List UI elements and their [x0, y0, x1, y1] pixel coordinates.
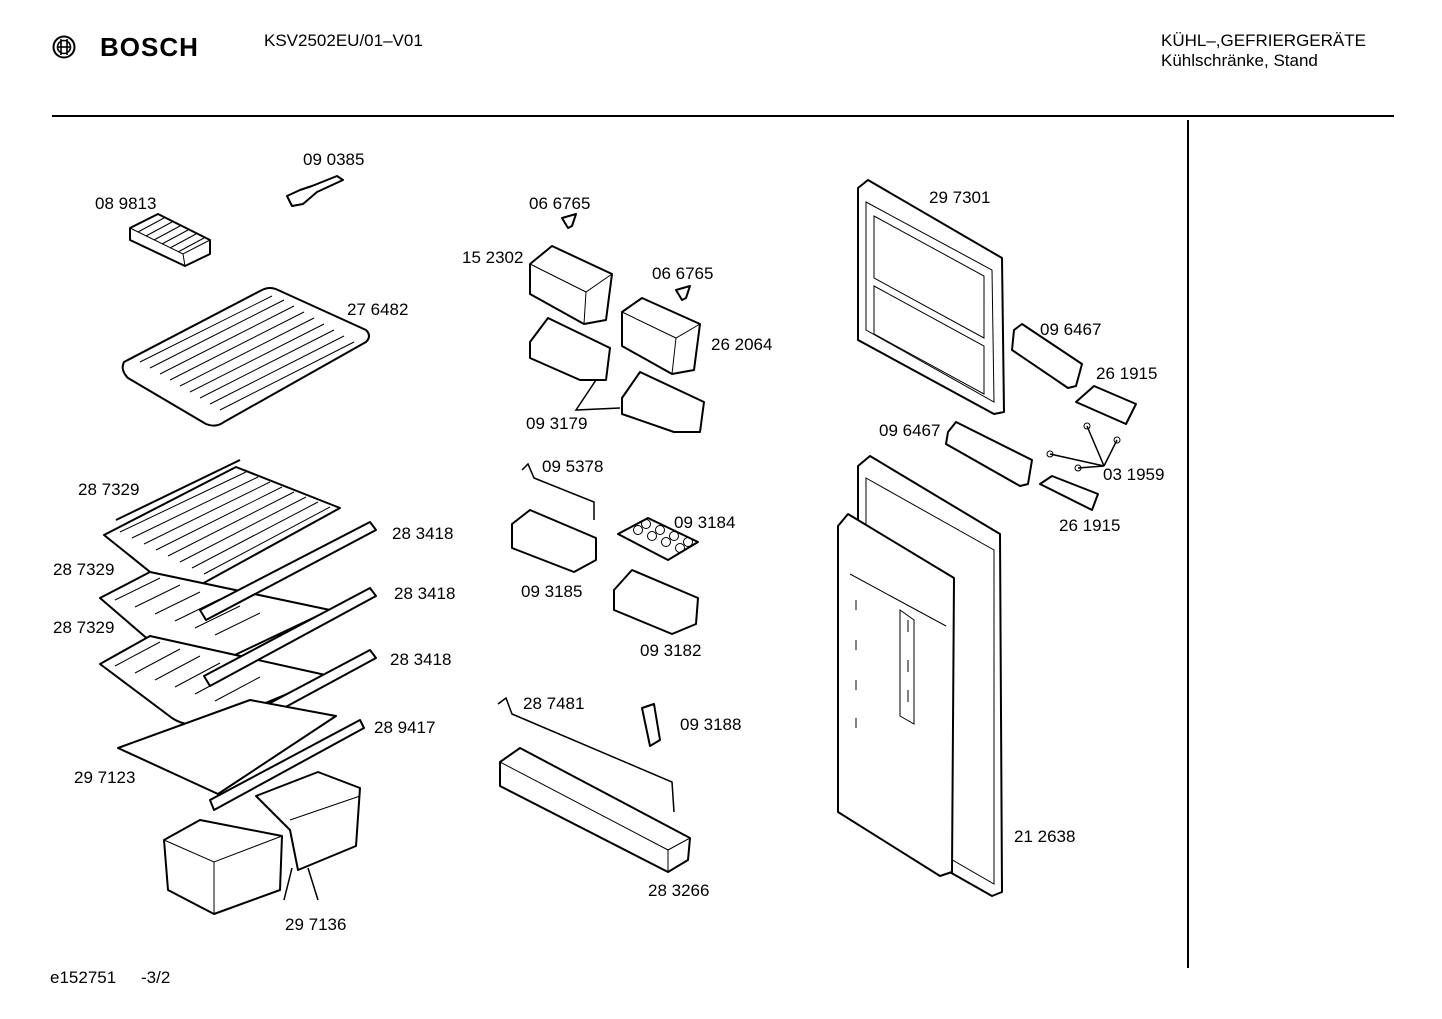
drawing-id: e152751	[50, 968, 117, 987]
part-number-label: 28 7329	[53, 618, 115, 637]
part-number-label: 29 7123	[74, 768, 136, 787]
part-number-label: 15 2302	[462, 248, 524, 267]
part-number-label: 28 3418	[390, 650, 452, 669]
part-number-label: 03 1959	[1103, 465, 1165, 484]
bottle-shelf-part	[499, 747, 691, 873]
egg-box-part	[511, 509, 597, 573]
bosch-logo: BOSCH	[52, 30, 199, 64]
crisper-drawer-right-part	[255, 771, 361, 871]
egg-insert-part	[617, 517, 699, 561]
part-number-label: 28 7329	[78, 480, 140, 499]
right-column-divider	[1187, 120, 1189, 968]
crisper-cover-strip-part	[209, 719, 365, 811]
door-handle-upper-part	[1011, 323, 1083, 389]
page-number: -3/2	[141, 968, 171, 987]
part-number-label: 09 5378	[542, 457, 604, 476]
part-number-label: 28 3418	[392, 524, 454, 543]
part-number-label: 09 3184	[674, 513, 736, 532]
part-number-label: 28 3266	[648, 881, 710, 900]
compartment-tray-part	[529, 317, 705, 433]
hinge-upper-part	[1075, 385, 1137, 425]
part-number-label: 09 3182	[640, 641, 702, 660]
model-number: KSV2502EU/01–V01	[264, 31, 423, 50]
part-number-label: 29 7136	[285, 915, 347, 934]
part-number-label: 09 6467	[879, 421, 941, 440]
part-number-label: 09 0385	[303, 150, 365, 169]
part-number-label: 09 6467	[1040, 320, 1102, 339]
appliance-category: KÜHL–,GEFRIERGERÄTE	[1161, 31, 1366, 50]
bottle-clip-part	[641, 703, 661, 747]
dairy-lid-part	[621, 297, 701, 375]
freezer-door-part	[857, 179, 1005, 415]
glass-plate-part	[117, 699, 337, 795]
small-door-box-part	[613, 569, 699, 635]
freezer-grid-shelf-part	[121, 287, 370, 427]
appliance-subcategory: Kühlschränke, Stand	[1161, 51, 1318, 70]
brand-name: BOSCH	[100, 31, 199, 62]
part-number-label: 28 3418	[394, 584, 456, 603]
part-number-label: 29 7301	[929, 188, 991, 207]
hinge-lower-part	[1039, 475, 1099, 511]
part-number-label: 27 6482	[347, 300, 409, 319]
part-number-label: 06 6765	[529, 194, 591, 213]
bottle-retainer-wire-part	[497, 696, 675, 813]
crisper-drawer-left-part	[163, 819, 283, 915]
door-handle-lower-part	[945, 421, 1033, 487]
ice-cube-tray-part	[129, 213, 211, 267]
part-number-label: 28 7329	[53, 560, 115, 579]
hinge-screws-part	[1046, 422, 1121, 472]
part-number-label: 26 1915	[1096, 364, 1158, 383]
part-number-label: 08 9813	[95, 194, 157, 213]
refrigerator-door-part	[837, 455, 1003, 897]
part-number-label: 26 2064	[711, 335, 773, 354]
part-number-label: 09 3188	[680, 715, 742, 734]
retaining-wire-part	[521, 462, 595, 520]
part-number-label: 09 3179	[526, 414, 588, 433]
header-divider	[52, 115, 1394, 117]
ice-scraper-part	[286, 175, 344, 207]
part-number-label: 28 7481	[523, 694, 585, 713]
part-number-label: 06 6765	[652, 264, 714, 283]
part-number-label: 26 1915	[1059, 516, 1121, 535]
bosch-armature-icon	[52, 35, 76, 59]
part-number-label: 28 9417	[374, 718, 436, 737]
part-number-label: 09 3185	[521, 582, 583, 601]
butter-lid-part	[529, 245, 613, 325]
screw-part	[561, 213, 691, 301]
part-number-label: 21 2638	[1014, 827, 1076, 846]
